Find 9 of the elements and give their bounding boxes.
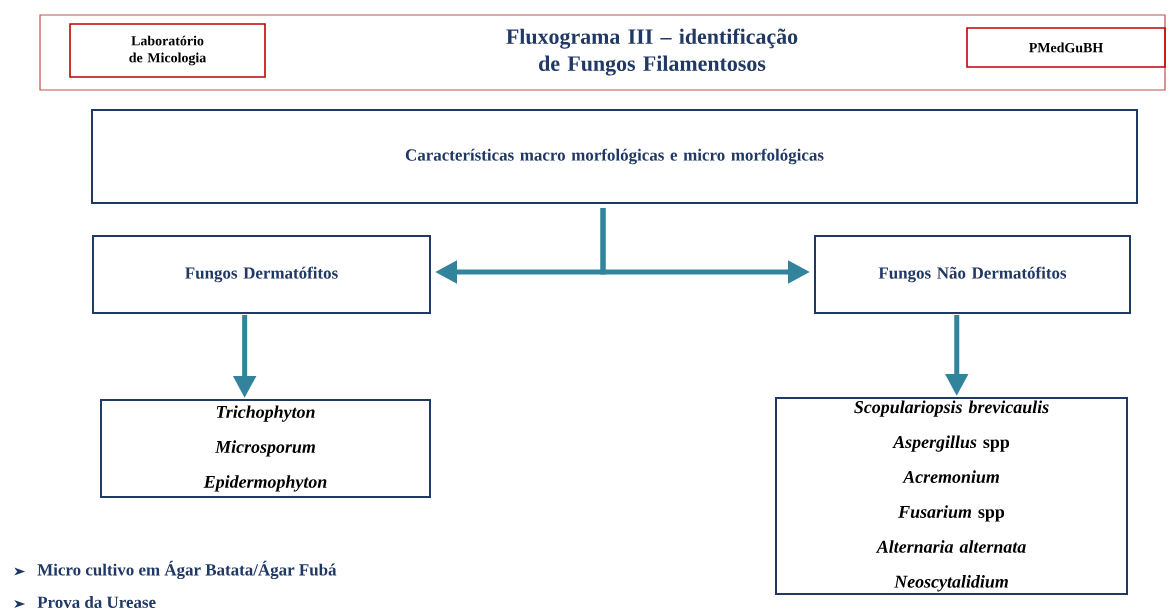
process-box: Características macro morfológicas e micro morfológicas (91, 109, 1138, 204)
bullet-item: Prova da Urease (14, 596, 156, 608)
process-box: Fungos Dermatófitos (92, 235, 431, 314)
header-box: PMedGuBH (966, 27, 1166, 68)
genus-list-box: Trichophyton Microsporum Epidermophyton (100, 399, 431, 498)
process-box: Fungos Não Dermatófitos (814, 235, 1131, 314)
genus-list-box: Scopulariopsis brevicaulis Aspergillus spp Acremonium Fusarium spp Alternaria alternata Neoscytalidium (775, 397, 1128, 595)
bullet-item: Micro cultivo em Ágar Batata/Ágar Fubá (14, 560, 337, 580)
header-box: Laboratório de Micologia (69, 23, 266, 78)
